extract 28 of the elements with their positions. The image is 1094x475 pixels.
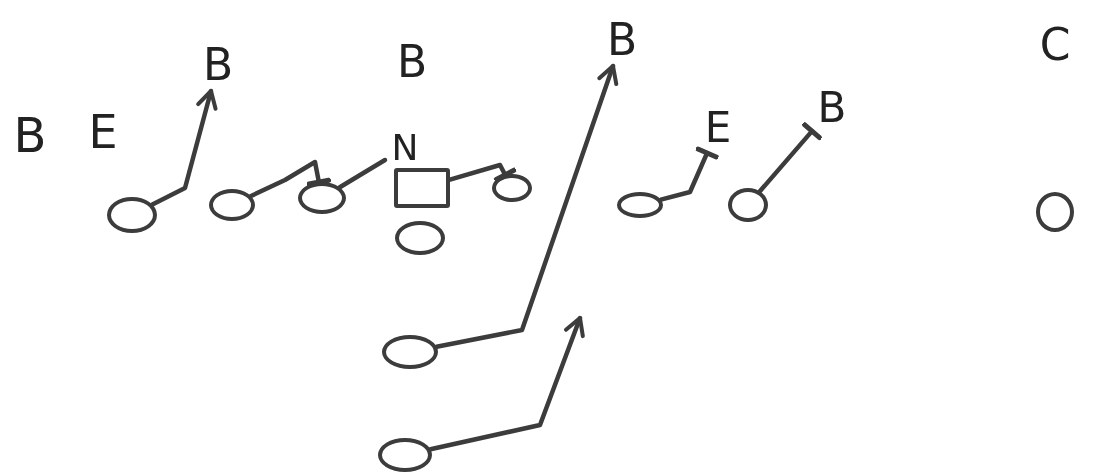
route-arrow [150, 88, 218, 207]
defender-letter: B [390, 36, 434, 88]
player-circle [617, 192, 663, 218]
block-line [757, 122, 823, 194]
defender-letter: B [812, 83, 852, 133]
player-circle [492, 174, 532, 202]
player-circle [1036, 192, 1074, 232]
defender-letter: B [196, 39, 240, 91]
defender-letter: E [83, 104, 123, 160]
block-line [248, 159, 332, 199]
defender-letter: N [385, 128, 425, 168]
player-circle [395, 221, 445, 255]
player-circle [107, 197, 157, 233]
player-circle [209, 189, 255, 221]
center-square [394, 168, 450, 208]
player-circle [378, 438, 432, 472]
route-line [337, 157, 388, 190]
player-circle [728, 188, 768, 222]
route-arrow [428, 315, 585, 452]
defender-letter: B [8, 107, 52, 163]
block-line [658, 146, 719, 202]
player-circle [298, 182, 346, 214]
block-line [447, 162, 517, 182]
defender-letter: E [698, 103, 738, 153]
route-arrow [434, 63, 619, 350]
defender-letter: B [600, 14, 644, 66]
defender-letter: C [1035, 19, 1075, 71]
player-circle [382, 335, 438, 369]
